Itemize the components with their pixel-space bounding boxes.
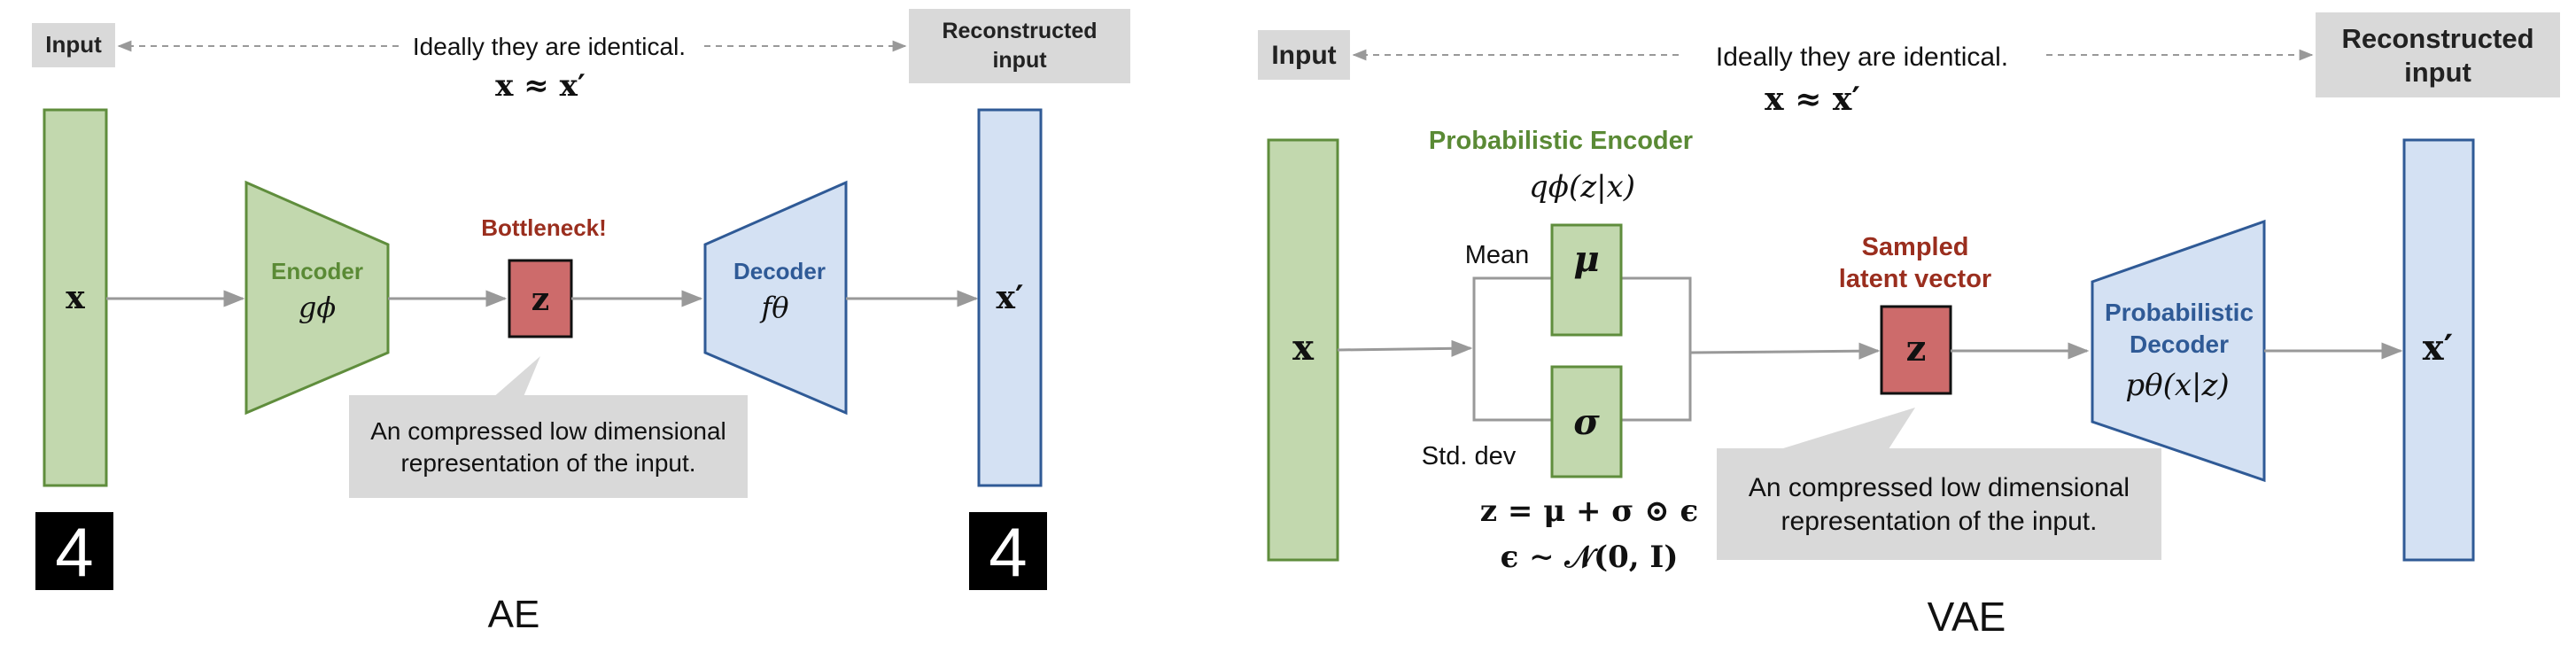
vae-output-bar — [2402, 138, 2475, 562]
vae-z-label: z — [1906, 328, 1927, 369]
vae-diagram: Input Reconstructed input Ideally they a… — [1258, 12, 2560, 640]
vae-input-bar — [1267, 138, 1339, 562]
vae-output-label-line1: Reconstructed — [2341, 23, 2533, 54]
vae-arrow-encoder-z — [1689, 342, 1881, 360]
vae-ideal-text: Ideally they are identical. — [1716, 43, 2008, 72]
vae-encoder-title: Probabilistic Encoder — [1429, 127, 1693, 155]
ae-diagram: Input Reconstructed input Ideally they a… — [32, 9, 1130, 636]
ae-z-label: z — [531, 281, 549, 318]
ae-ideal-text: Ideally they are identical. — [413, 33, 686, 60]
vae-callout-line1: An compressed low dimensional — [1749, 473, 2130, 502]
ae-decoder-fn: fθ — [759, 291, 788, 324]
ae-callout-pointer — [492, 356, 540, 399]
vae-callout-line2: representation of the input. — [1781, 507, 2098, 536]
ae-decoder-label: Decoder — [733, 258, 826, 284]
vae-encoder-branch-right — [1621, 276, 1692, 422]
ae-decoder-shape — [703, 180, 848, 416]
ae-output-label-line2: input — [992, 48, 1047, 73]
ae-encoder-fn: gϕ — [299, 291, 336, 324]
vae-approx-formula: x ≈ x′ — [1765, 81, 1860, 118]
vae-input-label-box — [1258, 30, 1350, 80]
ae-encoder-shape — [244, 180, 390, 416]
ae-output-label-line1: Reconstructed — [942, 19, 1097, 43]
ae-encoder-label: Encoder — [271, 258, 363, 284]
vae-arrow-input-encoder — [1337, 339, 1473, 357]
vae-sampled-line1: Sampled — [1862, 233, 1969, 261]
ae-callout-line2: representation of the input. — [400, 449, 695, 477]
vae-mean-label: Mean — [1465, 241, 1530, 269]
vae-decoder-shape — [2091, 219, 2266, 483]
vae-decoder-line2: Decoder — [2130, 330, 2229, 358]
ae-caption: AE — [488, 593, 540, 636]
ae-output-bar — [977, 108, 1043, 487]
ae-x-label: x — [66, 279, 85, 316]
vae-sampled-line2: latent vector — [1839, 265, 1991, 293]
vae-sigma-label: σ — [1573, 401, 1600, 443]
vae-callout-pointer — [1772, 408, 1915, 452]
vae-input-label: Input — [1271, 41, 1336, 70]
vae-std-label: Std. dev — [1422, 442, 1517, 470]
ae-output-digit-image — [969, 512, 1047, 590]
ae-input-digit-image — [35, 512, 113, 590]
vae-formula-eps: ϵ ∼ 𝒩(0, I) — [1501, 540, 1679, 575]
ae-z-box — [508, 259, 573, 338]
vae-output-label-box — [2316, 12, 2560, 97]
ae-input-label: Input — [45, 31, 102, 58]
vae-encoder-fn: qϕ(z|x) — [1529, 169, 1635, 205]
vae-encoder-branch-left — [1472, 276, 1552, 422]
vae-sigma-box — [1550, 365, 1623, 478]
vae-formula-z: z = μ + σ ⊙ ϵ — [1480, 493, 1698, 529]
ae-bottleneck-label: Bottleneck! — [481, 214, 607, 241]
vae-x-prime-label: x′ — [2423, 327, 2453, 369]
ae-input-label-box — [32, 23, 115, 67]
vae-mu-label: μ — [1573, 238, 1599, 280]
vae-decoder-fn: pθ(x|z) — [2125, 368, 2229, 403]
ae-input-digit: 4 — [55, 513, 93, 591]
vae-x-label: x — [1292, 327, 1315, 369]
vae-output-label-line2: input — [2404, 57, 2471, 88]
vae-mu-box — [1550, 223, 1623, 337]
ae-output-label-box — [909, 9, 1130, 83]
ae-approx-formula: x ≈ x′ — [495, 68, 586, 104]
ae-callout-box — [349, 395, 748, 498]
vae-caption: VAE — [1928, 594, 2006, 640]
vae-callout-box — [1717, 448, 2161, 560]
vae-z-box — [1880, 305, 1952, 395]
ae-input-bar — [43, 108, 108, 487]
ae-callout-line1: An compressed low dimensional — [370, 417, 726, 445]
vae-decoder-line1: Probabilistic — [2105, 299, 2254, 326]
ae-output-digit: 4 — [989, 513, 1027, 591]
ae-x-prime-label: x′ — [997, 279, 1024, 316]
